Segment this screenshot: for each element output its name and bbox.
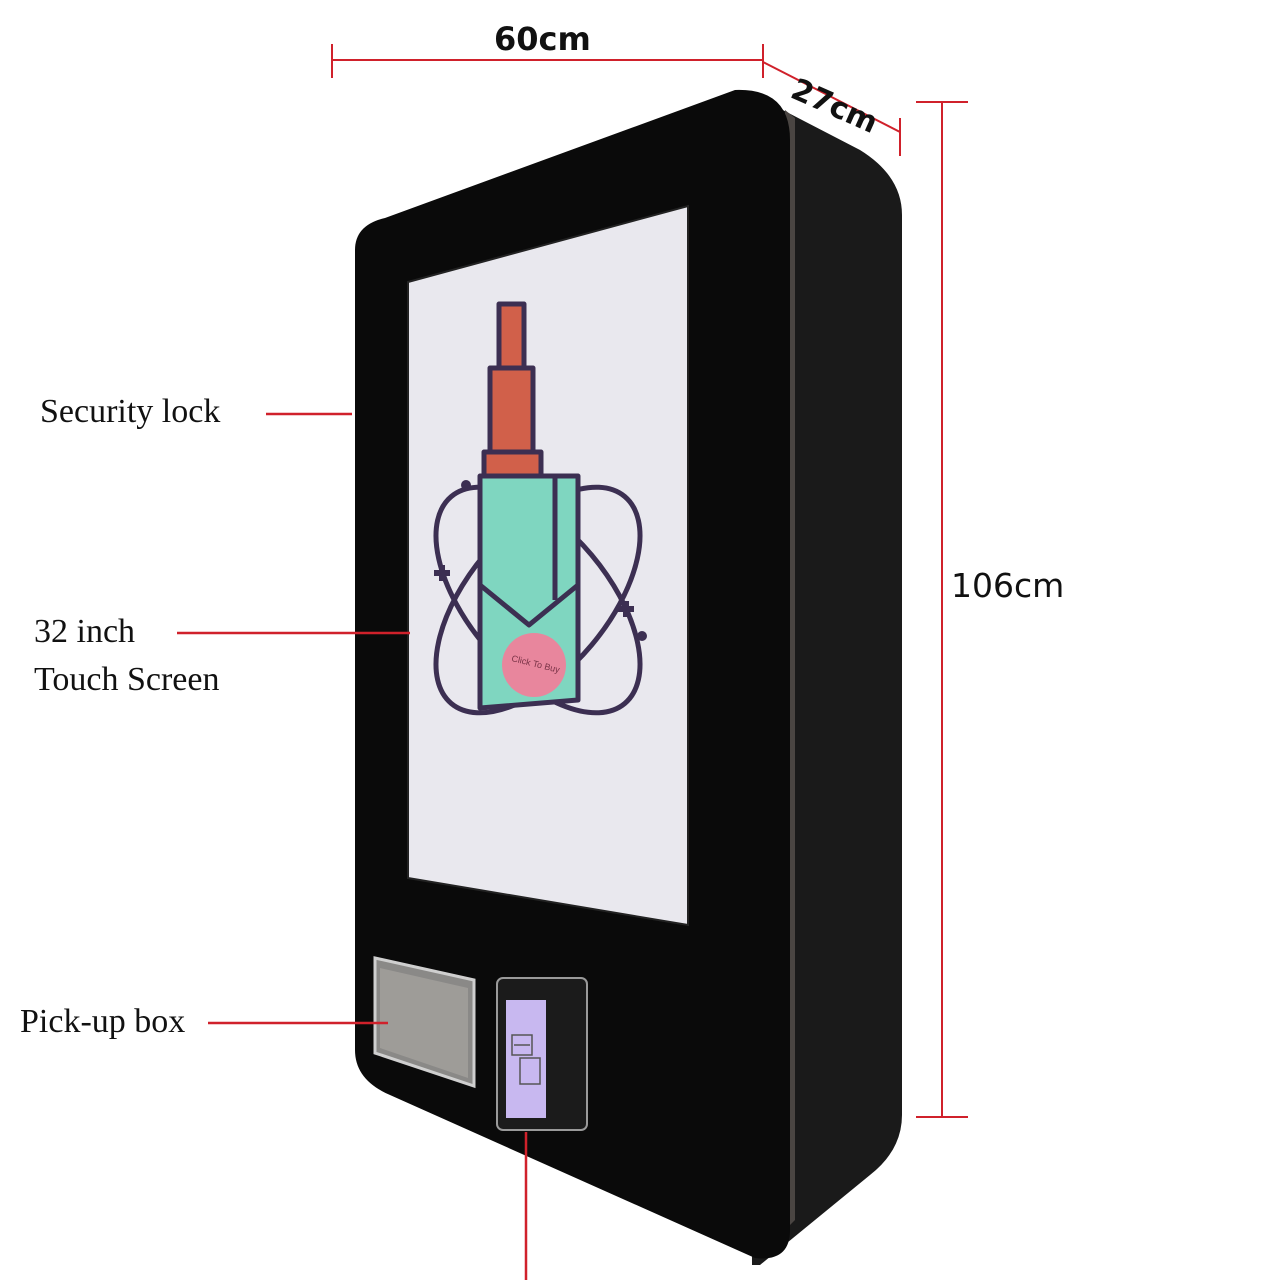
pickup-box-glass <box>380 968 468 1078</box>
security-lock-label: Security lock <box>40 393 221 430</box>
height-dimension-line <box>916 101 968 1118</box>
depth-dimension-line <box>762 61 901 156</box>
pickup-box-label: Pick-up box <box>20 1003 186 1040</box>
height-label: 106cm <box>951 566 1065 605</box>
payment-terminal-icon <box>511 1034 541 1085</box>
touch-screen-label-line2: Touch Screen <box>34 661 220 698</box>
width-label: 60cm <box>494 20 591 58</box>
click-to-buy-button[interactable] <box>502 633 566 697</box>
sparkle-decorations <box>434 480 647 641</box>
touch-screen-label-line1: 32 inch <box>34 613 136 650</box>
width-dimension-line <box>331 44 764 78</box>
